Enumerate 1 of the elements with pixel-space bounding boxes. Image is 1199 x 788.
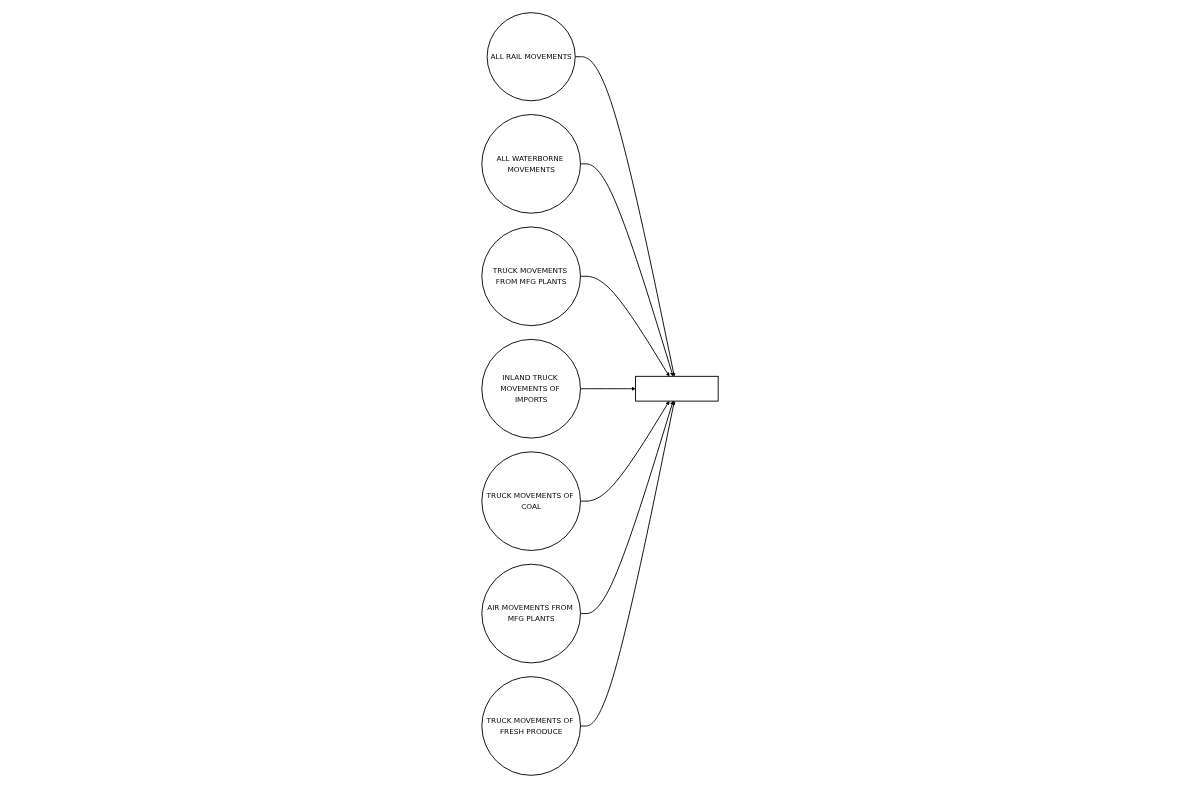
node-cube xyxy=(634,375,719,402)
